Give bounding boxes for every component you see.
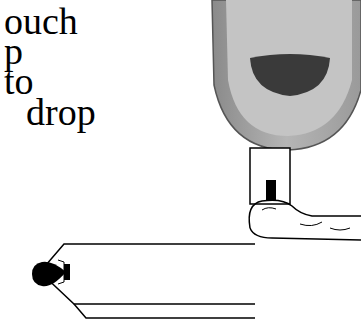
meter-window	[250, 54, 330, 96]
instruction-text: drop	[26, 93, 96, 131]
fingernail	[262, 208, 276, 210]
strip-edge	[74, 304, 255, 318]
meter-face	[226, 0, 352, 136]
finger-crease	[300, 222, 350, 230]
meter-body	[212, 0, 361, 150]
strip-tip	[266, 180, 276, 200]
finger	[249, 200, 361, 228]
strip-outline	[40, 272, 255, 304]
test-strip	[250, 148, 290, 204]
strip-outline	[40, 244, 255, 272]
blood-drop	[32, 262, 66, 287]
